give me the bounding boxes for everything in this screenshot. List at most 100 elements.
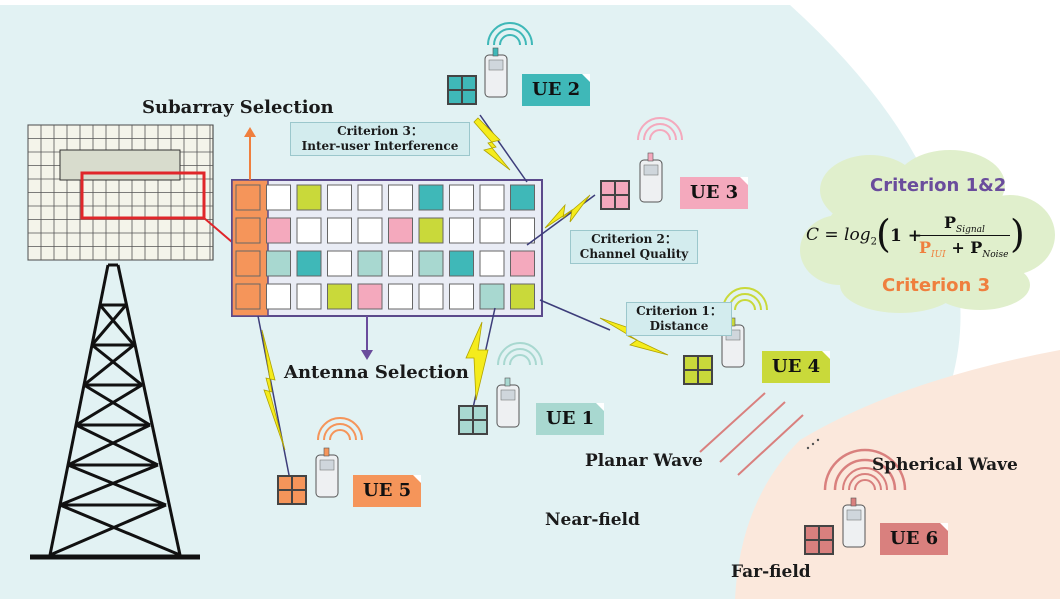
antenna-element [479, 283, 505, 310]
antenna-element [449, 283, 474, 310]
ue-6-device-antenna [850, 497, 857, 507]
base-station-tower [30, 263, 200, 560]
ue-4-device-cell [699, 357, 711, 369]
formula-one: 1 + [890, 226, 922, 246]
antenna-element [266, 217, 291, 244]
ue-1-device-wave [497, 342, 543, 366]
ue-6-device-cell [806, 541, 818, 553]
antenna-element [388, 217, 413, 244]
ue-5-device [277, 417, 363, 505]
antenna-element [418, 250, 444, 277]
formula-lhs: C = log2 [806, 225, 877, 247]
antenna-element [266, 283, 291, 310]
antenna-element [266, 184, 291, 211]
antenna-element [327, 217, 352, 244]
antenna-element [510, 217, 535, 244]
spherical-wave-label: Spherical Wave [872, 455, 1018, 475]
formula-plus: + [951, 238, 965, 257]
ue-1-label: UE 1 [546, 408, 595, 429]
ue-5-device-cell [293, 491, 305, 503]
zoom-line [203, 217, 233, 243]
antenna-element [235, 283, 261, 310]
criterion-2-title: Criterion 2： [591, 232, 677, 246]
antenna-element [296, 250, 322, 277]
antenna-element [449, 184, 474, 211]
panel-inner [59, 149, 181, 181]
near-field-label: Near-field [545, 510, 640, 530]
criterion-1-box: Criterion 1： Distance [626, 302, 732, 336]
antenna-element [388, 250, 413, 277]
ue-3-device-screen [643, 164, 659, 176]
ue-3-device-cell [602, 182, 614, 194]
antenna-element [296, 217, 322, 244]
antenna-element [296, 283, 322, 310]
p-noise-sub: Noise [982, 250, 1009, 261]
formula-paren-left: ( [876, 212, 891, 256]
ue-3-device-wave [643, 123, 677, 141]
selected-subarray-box [80, 171, 206, 220]
ue-3-device [600, 117, 683, 210]
antenna-element [449, 217, 474, 244]
antenna-element [388, 283, 413, 310]
ue-2-device-wave [499, 34, 521, 46]
ue-1-device-wave [509, 354, 531, 366]
formula-denominator: PIUI + PNoise [919, 238, 1008, 260]
ue-6-device-screen [846, 509, 862, 521]
antenna-element [418, 217, 444, 244]
ue-4-device-cell [699, 371, 711, 383]
link-lines [257, 114, 611, 481]
ue-4-label: UE 4 [772, 356, 821, 377]
formula-log-base: 2 [870, 236, 877, 248]
ue-5-device-wave [317, 417, 363, 441]
formula-cloud [800, 150, 1055, 313]
ue-4-device-wave [722, 287, 768, 311]
formula-log: C = log [806, 225, 871, 245]
ue-2-device-wave [487, 22, 533, 46]
antenna-element [296, 184, 322, 211]
ue-2-device-wave [493, 28, 527, 46]
ue-6-device-wave [842, 467, 888, 491]
antenna-element [327, 250, 352, 277]
antenna-element [479, 184, 505, 211]
antenna-element [510, 184, 535, 211]
ue-1-device-cell [474, 421, 486, 433]
ue-6-label: UE 6 [890, 528, 939, 549]
ue-1-device-screen [500, 389, 516, 401]
ue-6-device-cell [820, 527, 832, 539]
criterion-12-label: Criterion 1&2 [870, 175, 1007, 196]
ue-2-device-antenna [492, 47, 499, 57]
wave-dots [806, 438, 820, 450]
criterion-3-desc: Inter-user Interference [301, 139, 459, 153]
antenna-element [510, 283, 535, 310]
antenna-arrowhead [361, 350, 373, 360]
antenna-element [235, 184, 261, 211]
ue-4-device-cell [685, 357, 697, 369]
ue-5-device-wave [323, 423, 357, 441]
ue-3-device-wave [649, 129, 671, 141]
formula-fraction-bar [918, 235, 1010, 236]
ue-6-tag: UE 6 [880, 523, 949, 555]
antenna-element [266, 250, 291, 277]
ue-5-device-antenna [323, 447, 330, 457]
ue-6-device-cell [806, 527, 818, 539]
ue-2-device-screen [488, 59, 504, 71]
ue-2-tag: UE 2 [522, 74, 591, 106]
criterion-1-title: Criterion 1： [636, 304, 722, 318]
ue-2-device-cell [463, 91, 475, 103]
antenna-element [479, 250, 505, 277]
antenna-element [235, 217, 261, 244]
p-signal: P [944, 213, 957, 232]
planar-wave-label: Planar Wave [585, 451, 703, 471]
ue-6-device-wave [848, 473, 882, 491]
far-field-label: Far-field [731, 562, 811, 582]
p-noise: P [970, 238, 983, 257]
user-devices [277, 22, 907, 555]
antenna-element [235, 250, 261, 277]
p-iui-sub: IUI [931, 250, 946, 261]
antenna-element [479, 217, 505, 244]
ue-5-device-cell [293, 477, 305, 489]
criterion-1-desc: Distance [649, 319, 709, 333]
ue-5-tag: UE 5 [353, 475, 422, 507]
